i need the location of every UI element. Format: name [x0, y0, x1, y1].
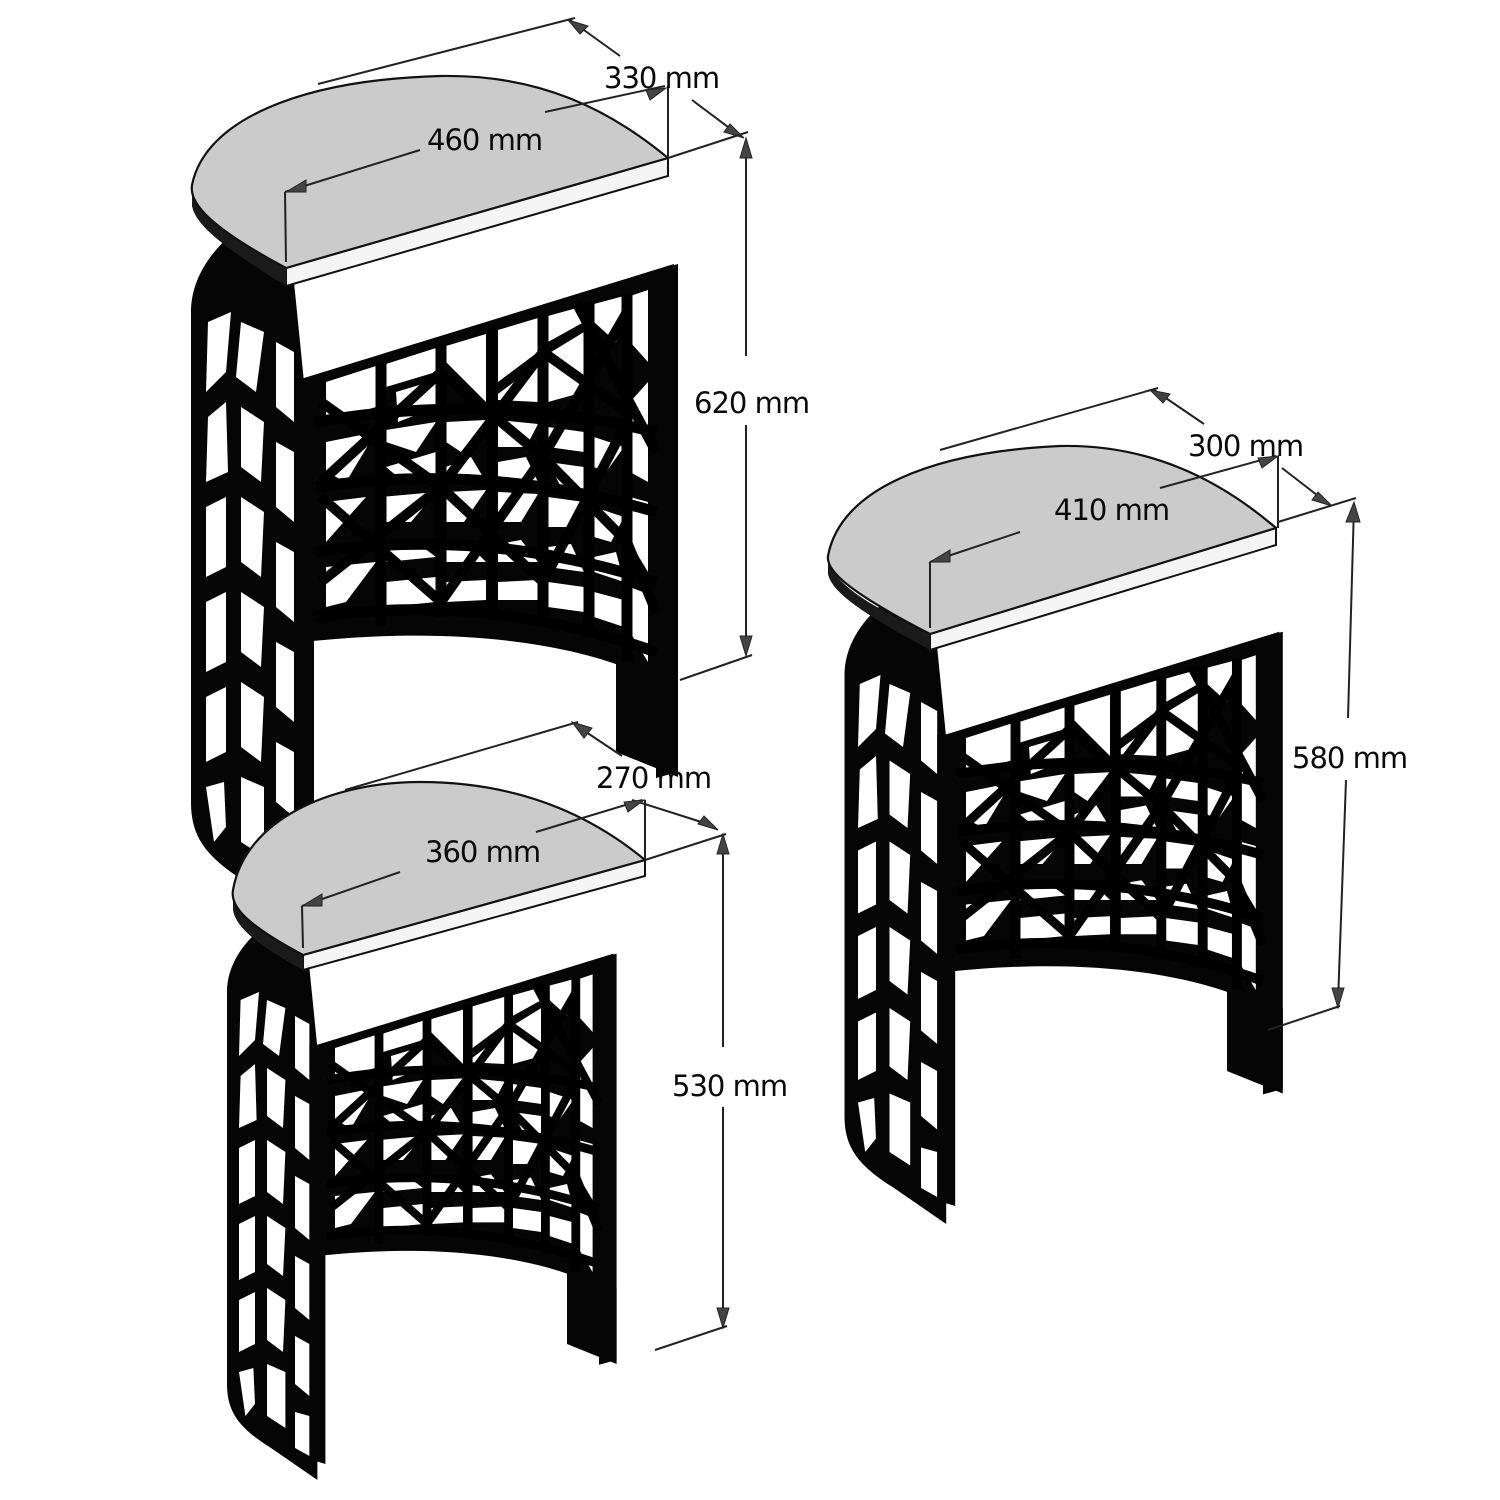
table-medium-width-label: 410 mm: [1054, 493, 1169, 527]
table-medium: 300 mm 410 mm 580 mm: [826, 387, 1408, 1224]
table-medium-frame: [845, 576, 1283, 1224]
table-large-top: [190, 74, 670, 288]
table-small-height-label: 530 mm: [672, 1069, 787, 1103]
table-small-depth-label: 270 mm: [596, 761, 711, 795]
table-large-depth-label: 330 mm: [604, 61, 719, 95]
table-small-width-label: 360 mm: [425, 835, 540, 869]
table-large-height-label: 620 mm: [694, 386, 809, 420]
table-medium-dimensions: 300 mm 410 mm 580 mm: [928, 387, 1408, 1031]
table-small-frame: [227, 904, 617, 1480]
table-large-dimensions: 330 mm 460 mm 620 mm: [284, 17, 810, 681]
table-medium-height-label: 580 mm: [1292, 741, 1407, 775]
table-small-top: [231, 780, 647, 972]
table-small-dimensions: 270 mm 360 mm 530 mm: [300, 721, 788, 1351]
table-medium-depth-label: 300 mm: [1188, 429, 1303, 463]
table-medium-top: [826, 444, 1278, 652]
table-large-width-label: 460 mm: [427, 123, 542, 157]
table-small: 270 mm 360 mm 530 mm: [227, 721, 788, 1480]
table-large: 330 mm 460 mm 620 mm: [190, 17, 810, 922]
